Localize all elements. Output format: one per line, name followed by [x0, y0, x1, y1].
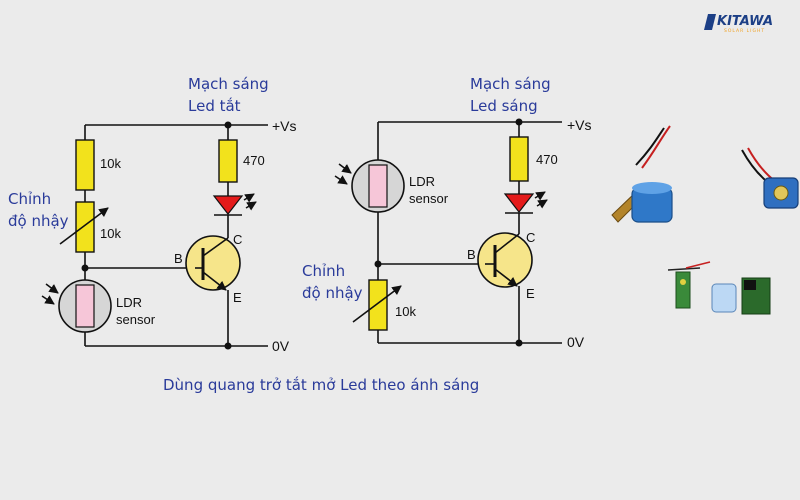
caption: Dùng quang trở tắt mở Led theo ánh sáng: [163, 376, 479, 394]
right-ldr-line1: LDR: [409, 174, 435, 189]
brand-tagline: SOLAR LIGHT: [724, 28, 765, 34]
left-adjust-line1: Chỉnh: [8, 190, 51, 208]
product-photo-sensor-3: [667, 261, 771, 315]
left-ground-label: 0V: [272, 338, 290, 354]
right-ground-label: 0V: [567, 334, 585, 350]
right-ldr-line2: sensor: [409, 191, 449, 206]
light-ray-icon: [41, 295, 55, 305]
product-photo-sensor-2: [741, 147, 799, 209]
brand-logo: KITAWA SOLAR LIGHT: [704, 14, 773, 34]
brand-name: KITAWA: [717, 14, 773, 29]
right-title-line2: Led sáng: [470, 97, 538, 115]
right-title-line1: Mạch sáng: [470, 75, 551, 93]
right-pin-e: E: [526, 286, 535, 301]
left-transistor: B C E: [174, 232, 242, 305]
light-emit-icon: [245, 201, 257, 211]
right-adjust-line2: độ nhậy: [302, 284, 363, 302]
left-r-led-label: 470: [243, 153, 265, 168]
right-ldr: LDR sensor: [334, 159, 449, 213]
light-emit-icon: [534, 191, 546, 201]
light-ray-icon: [338, 163, 352, 174]
left-pin-b: B: [174, 251, 183, 266]
left-resistor-10k: [75, 139, 95, 191]
left-pot-resistor: [75, 201, 95, 253]
left-pot-arrow-icon: [59, 207, 109, 245]
logo-mark-icon: [704, 14, 716, 30]
left-pin-e: E: [233, 290, 242, 305]
left-ldr-line1: LDR: [116, 295, 142, 310]
left-adjust-line2: độ nhậy: [8, 212, 69, 230]
right-resistor-470: [509, 136, 529, 182]
right-pin-b: B: [467, 247, 476, 262]
right-pot-arrow-icon: [352, 285, 402, 323]
left-r-adjust-label: 10k: [100, 226, 121, 241]
left-resistor-470: [218, 139, 238, 183]
right-transistor: B C E: [467, 230, 535, 301]
right-supply-label: +Vs: [567, 117, 592, 133]
left-r-top-label: 10k: [100, 156, 121, 171]
left-title-line1: Mạch sáng: [188, 75, 269, 93]
left-circuit: Mạch sáng Led tắt +Vs 0V 10k 10k Chỉnh đ…: [8, 75, 297, 354]
left-title-line2: Led tắt: [188, 97, 241, 115]
light-emit-icon: [536, 199, 548, 209]
right-circuit: Mạch sáng Led sáng +Vs 0V LDR sensor 10k…: [302, 75, 592, 350]
light-ray-icon: [45, 283, 59, 294]
left-pin-c: C: [233, 232, 242, 247]
left-supply-label: +Vs: [272, 118, 297, 134]
right-adjust-line1: Chỉnh: [302, 262, 345, 280]
product-photo-sensor-1: [611, 125, 673, 223]
right-led: [503, 191, 548, 214]
right-pot-resistor: [368, 279, 388, 331]
light-ray-icon: [334, 175, 348, 185]
left-ldr-line2: sensor: [116, 312, 156, 327]
left-ldr: LDR sensor: [41, 279, 156, 333]
light-emit-icon: [243, 193, 255, 203]
right-r-adjust-label: 10k: [395, 304, 416, 319]
right-pin-c: C: [526, 230, 535, 245]
left-led: [212, 193, 257, 216]
right-r-led-label: 470: [536, 152, 558, 167]
